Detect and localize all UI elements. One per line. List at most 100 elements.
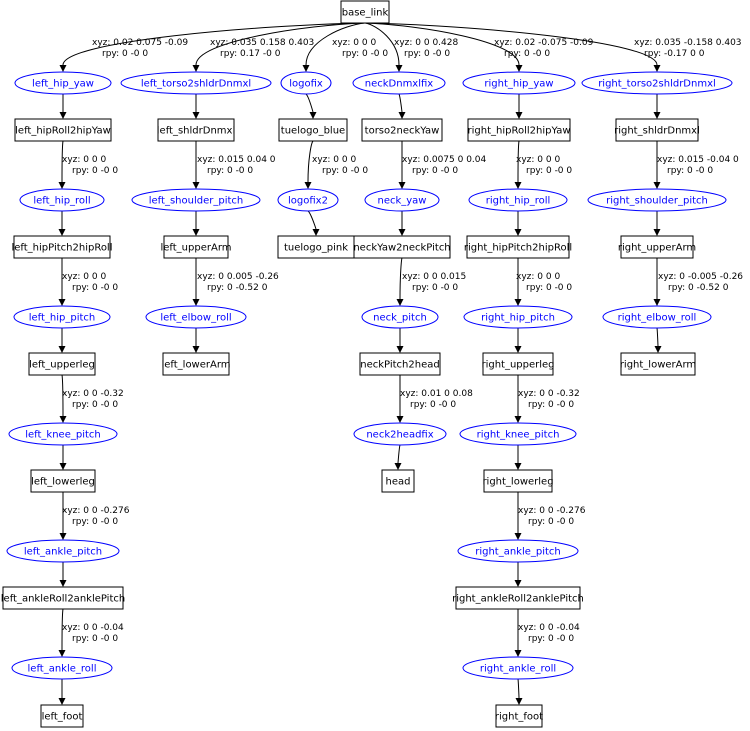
edge-right_knee_pitch-to-right_lowerleg-arrowhead (514, 463, 522, 470)
neck2headfix-xyz-label: xyz: 0.01 0 0.08 (400, 389, 473, 399)
joint-right_ankle_pitch[interactable]: right_ankle_pitch (457, 539, 579, 563)
link-left_upperleg[interactable]: left_upperleg (28, 352, 96, 376)
right_ankle_roll-rpy-label: rpy: 0 -0 0 (528, 634, 574, 644)
link-tuelogo_blue[interactable]: tuelogo_blue (278, 118, 348, 142)
logofix-xyz-label: xyz: 0 0 0 (332, 38, 376, 48)
joint-neck_pitch[interactable]: neck_pitch (361, 305, 439, 329)
joint-left_elbow_roll[interactable]: left_elbow_roll (145, 305, 247, 329)
joint-left_hip_roll[interactable]: left_hip_roll (19, 188, 105, 212)
joint-logofix-ellipse (280, 71, 332, 95)
joint-right_hip_roll[interactable]: right_hip_roll (468, 188, 568, 212)
neck_pitch-xyz-label: xyz: 0 0 0.015 (402, 272, 466, 282)
link-right_lowerleg[interactable]: right_lowerleg (482, 469, 554, 493)
joint-left_ankle_pitch-label: left_ankle_pitch (24, 547, 102, 558)
edge-left_elbow_roll-to-left_lowerArm-arrowhead (192, 346, 200, 353)
link-torso2neckYaw[interactable]: torso2neckYaw (361, 118, 443, 142)
link-tuelogo_pink[interactable]: tuelogo_pink (277, 235, 355, 259)
joint-neck2headfix[interactable]: neck2headfix (353, 422, 447, 446)
link-left_lowerleg-box (30, 469, 96, 493)
joint-left_torso2shldrDnmxl[interactable]: left_torso2shldrDnmxl (120, 71, 272, 95)
neck_yaw-xyz-label: xyz: 0.0075 0 0.04 (402, 155, 487, 165)
joint-left_shoulder_pitch[interactable]: left_shoulder_pitch (131, 188, 261, 212)
joint-right_knee_pitch[interactable]: right_knee_pitch (459, 422, 577, 446)
joint-left_hip_yaw-label: left_hip_yaw (32, 79, 94, 90)
link-right_foot[interactable]: right_foot (495, 704, 543, 728)
joint-right_elbow_roll[interactable]: right_elbow_roll (602, 305, 712, 329)
right_ankle_pitch-xyz-label: xyz: 0 0 -0.276 (518, 506, 586, 516)
link-right_ankleRoll2anklePitch[interactable]: right_ankleRoll2anklePitch (452, 586, 584, 610)
link-left_lowerleg[interactable]: left_lowerleg (30, 469, 96, 493)
joint-right_elbow_roll-label: right_elbow_roll (618, 313, 697, 324)
right_knee_pitch-xyz-label: xyz: 0 0 -0.32 (518, 389, 580, 399)
joint-left_ankle_roll[interactable]: left_ankle_roll (11, 656, 113, 680)
edge-right_hipRoll2hipYaw-to-right_hip_roll-arrowhead (514, 182, 522, 189)
link-neckPitch2head[interactable]: neckPitch2head (359, 352, 441, 376)
joint-right_hip_roll-label: right_hip_roll (486, 196, 551, 207)
link-right_shldrDnmxl[interactable]: right_shldrDnmxl (614, 118, 700, 142)
neckDnmxlfix-xyz-label: xyz: 0 0 0.428 (394, 38, 458, 48)
joint-neckDnmxlfix[interactable]: neckDnmxlfix (352, 71, 446, 95)
joint-right_shoulder_pitch[interactable]: right_shoulder_pitch (587, 188, 727, 212)
joint-right_hip_yaw[interactable]: right_hip_yaw (462, 71, 576, 95)
edge-right_hip_yaw-to-right_hipRoll2hipYaw-arrowhead (515, 112, 523, 119)
joint-right_ankle_pitch-ellipse (457, 539, 579, 563)
right_knee_pitch-rpy-label: rpy: 0 -0 0 (528, 400, 574, 410)
joint-right_hip_pitch[interactable]: right_hip_pitch (463, 305, 573, 329)
edge-left_upperArm-to-left_elbow_roll-arrowhead (192, 299, 200, 306)
joint-neck_yaw[interactable]: neck_yaw (364, 188, 440, 212)
edge-left_hipRoll2hipYaw-to-left_hip_roll (61, 140, 64, 183)
joint-left_ankle_roll-label: left_ankle_roll (28, 664, 97, 675)
link-left_foot[interactable]: left_foot (40, 704, 84, 728)
link-head[interactable]: head (381, 469, 415, 493)
link-neckYaw2neckPitch[interactable]: neckYaw2neckPitch (353, 235, 451, 259)
left_hip_yaw-xyz-label: xyz: 0.02 0.075 -0.09 (92, 38, 188, 48)
edge-neck2headfix-to-head (397, 444, 401, 464)
joint-left_knee_pitch[interactable]: left_knee_pitch (8, 422, 118, 446)
joint-right_hip_yaw-ellipse (462, 71, 576, 95)
link-right_lowerArm[interactable]: right_lowerArm (620, 352, 696, 376)
link-left_hipPitch2hipRoll-box (13, 235, 111, 259)
joint-logofix2-ellipse (277, 188, 339, 212)
link-head-label: head (386, 477, 411, 488)
joint-left_hip_yaw[interactable]: left_hip_yaw (14, 71, 112, 95)
link-left_lowerArm[interactable]: left_lowerArm (161, 352, 231, 376)
link-right_upperArm-label: right_upperArm (618, 243, 696, 254)
link-left_ankleRoll2anklePitch[interactable]: left_ankleRoll2anklePitch (1, 586, 125, 610)
right_elbow_roll-xyz-label: xyz: 0 -0.005 -0.26 (658, 272, 743, 282)
edge-right_hipRoll2hipYaw-to-right_hip_roll (517, 140, 520, 183)
link-right_hipPitch2hipRoll[interactable]: right_hipPitch2hipRoll (464, 235, 572, 259)
link-tuelogo_blue-box (278, 118, 348, 142)
link-left_hipRoll2hipYaw[interactable]: left_hipRoll2hipYaw (14, 118, 112, 142)
joint-left_torso2shldrDnmxl-label: left_torso2shldrDnmxl (141, 79, 251, 90)
logofix-rpy-label: rpy: 0 -0 0 (342, 49, 388, 59)
left_torso2shldrDnmxl-rpy-label: rpy: 0.17 -0 0 (220, 49, 281, 59)
joint-left_ankle_pitch[interactable]: left_ankle_pitch (6, 539, 120, 563)
link-right_hipPitch2hipRoll-label: right_hipPitch2hipRoll (464, 243, 572, 254)
joint-left_hip_pitch[interactable]: left_hip_pitch (13, 305, 111, 329)
edge-base_link-to-neckDnmxlfix-arrowhead (395, 65, 403, 72)
edge-left_hipRoll2hipYaw-to-left_hip_roll-arrowhead (58, 182, 66, 189)
link-base_link[interactable]: base_link (340, 0, 390, 24)
right_elbow_roll-rpy-label: rpy: 0 -0.52 0 (668, 283, 729, 293)
edge-right_hipPitch2hipRoll-to-right_hip_pitch-arrowhead (514, 299, 522, 306)
link-right_hipRoll2hipYaw[interactable]: right_hipRoll2hipYaw (467, 118, 571, 142)
joint-right_ankle_roll[interactable]: right_ankle_roll (462, 656, 574, 680)
joint-left_knee_pitch-label: left_knee_pitch (25, 430, 101, 441)
link-left_upperArm[interactable]: left_upperArm (160, 235, 232, 259)
right_hip_yaw-xyz-label: xyz: 0.02 -0.075 -0.09 (494, 38, 594, 48)
left_shoulder_pitch-xyz-label: xyz: 0.015 0.04 0 (197, 155, 276, 165)
link-right_upperleg[interactable]: right_upperleg (481, 352, 555, 376)
right_hip_roll-rpy-label: rpy: 0 -0 0 (526, 166, 572, 176)
joint-logofix[interactable]: logofix (280, 71, 332, 95)
left_elbow_roll-xyz-label: xyz: 0 0.005 -0.26 (197, 272, 279, 282)
edge-left_hip_yaw-to-left_hipRoll2hipYaw-arrowhead (59, 112, 67, 119)
link-left_hipPitch2hipRoll[interactable]: left_hipPitch2hipRoll (11, 235, 113, 259)
link-right_upperArm[interactable]: right_upperArm (618, 235, 696, 259)
joint-left_hip_roll-label: left_hip_roll (33, 196, 90, 207)
joint-right_ankle_roll-label: right_ankle_roll (480, 664, 556, 675)
joint-logofix2[interactable]: logofix2 (277, 188, 339, 212)
link-left_shldrDnmxl[interactable]: left_shldrDnmxl (157, 118, 235, 142)
link-right_ankleRoll2anklePitch-label: right_ankleRoll2anklePitch (452, 594, 584, 605)
joint-right_torso2shldrDnmxl[interactable]: right_torso2shldrDnmxl (581, 71, 733, 95)
edge-neckYaw2neckPitch-to-neck_pitch (399, 257, 403, 300)
